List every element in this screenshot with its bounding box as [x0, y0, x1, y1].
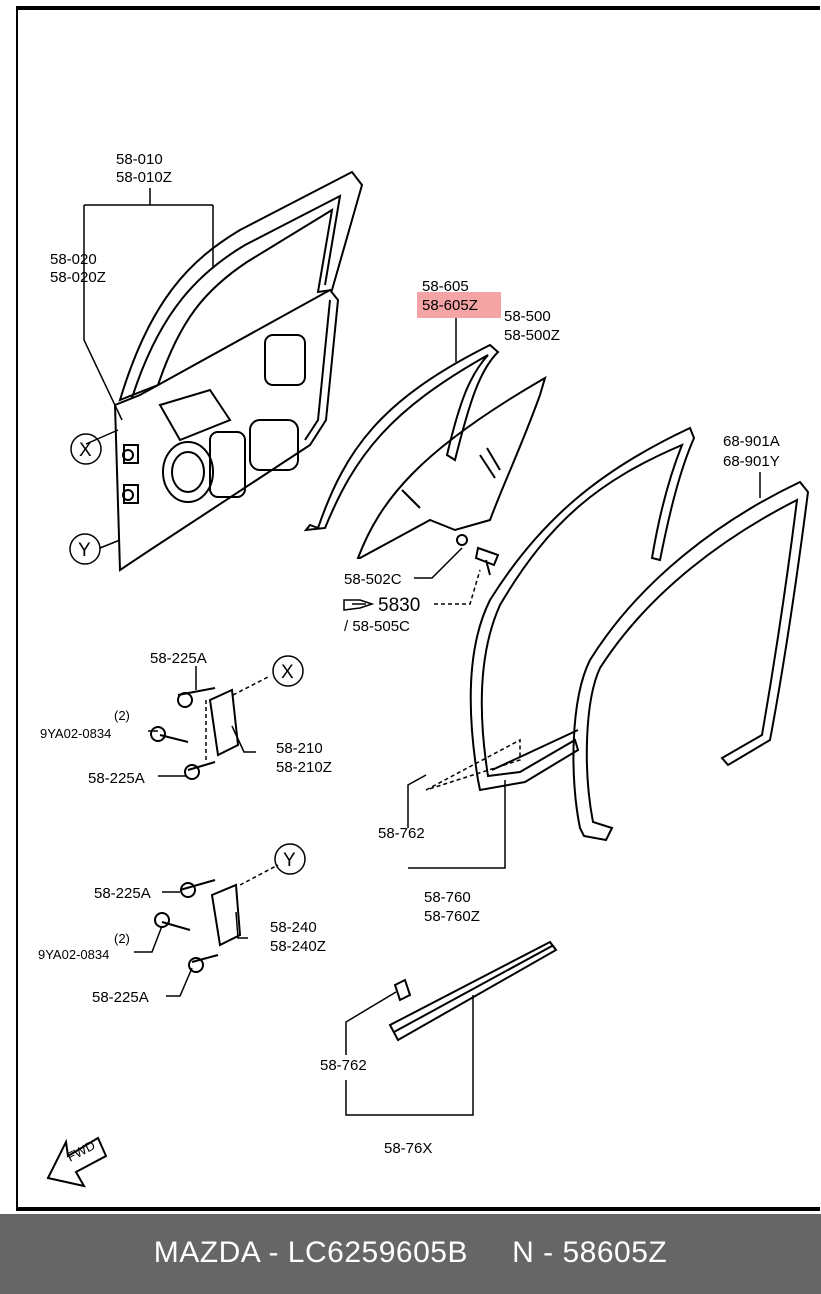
fwd-arrow-icon [46, 1136, 108, 1188]
weatherstrip-inner [469, 426, 696, 792]
top-border [16, 6, 820, 10]
door-shell [113, 170, 364, 572]
callout-y-door: Y [78, 540, 91, 561]
leader-lines [83, 188, 761, 1116]
label-58-760z: 58-760Z [424, 908, 480, 925]
fwd-label: FWD [64, 1138, 97, 1165]
hinge-lower [154, 879, 242, 973]
label-58-225a-upper-2: 58-225A [88, 770, 145, 787]
label-58-500z: 58-500Z [504, 327, 560, 344]
bottom-border [16, 1207, 820, 1211]
label-58-605z-highlighted: 58-605Z [422, 297, 478, 314]
callout-circles [69, 433, 306, 875]
callout-x-hinge: X [281, 662, 294, 683]
label-58-210: 58-210 [276, 740, 323, 757]
label-58-010z: 58-010Z [116, 169, 172, 186]
hinge-upper [150, 687, 240, 780]
label-qty-lower: (2) [114, 931, 130, 946]
left-border [16, 6, 18, 1211]
label-58-240: 58-240 [270, 919, 317, 936]
label-58-225a-lower-2: 58-225A [92, 989, 149, 1006]
label-58-020: 58-020 [50, 251, 97, 268]
callout-y-hinge: Y [283, 850, 296, 871]
label-58-760: 58-760 [424, 889, 471, 906]
highlight-box [417, 292, 501, 318]
label-9ya02-0834-lower: 9YA02-0834 [38, 947, 109, 962]
label-ref-5830: 5830 [378, 595, 420, 616]
footer-bar [0, 1214, 821, 1294]
footer-part-number: MAZDA - LC6259605B N - 58605Z [153, 1236, 668, 1269]
label-58-500: 58-500 [504, 308, 551, 325]
label-58-605: 58-605 [422, 278, 469, 295]
label-58-502c: 58-502C [344, 571, 402, 588]
label-58-225a-lower-1: 58-225A [94, 885, 151, 902]
callout-x-door: X [79, 440, 92, 461]
label-58-76x: 58-76X [384, 1140, 432, 1157]
label-68-901a: 68-901A [723, 433, 780, 450]
label-58-020z: 58-020Z [50, 269, 106, 286]
pointing-hand-icon [343, 599, 375, 611]
label-58-762-upper: 58-762 [378, 825, 425, 842]
label-58-505c: / 58-505C [344, 618, 410, 635]
parts-diagram: 58-010 58-010Z 58-020 58-020Z 58-605 58-… [38, 151, 810, 1188]
label-68-901y: 68-901Y [723, 453, 780, 470]
glass-run-channel [303, 343, 500, 532]
label-qty-upper: (2) [114, 708, 130, 723]
label-58-225a-upper-1: 58-225A [150, 650, 207, 667]
label-9ya02-0834-upper: 9YA02-0834 [40, 726, 111, 741]
label-58-010: 58-010 [116, 151, 163, 168]
weatherstrip-outer [572, 480, 810, 842]
label-58-210z: 58-210Z [276, 759, 332, 776]
label-58-240z: 58-240Z [270, 938, 326, 955]
label-58-762-lower: 58-762 [320, 1057, 367, 1074]
sill-seal [388, 940, 558, 1042]
door-glass [356, 375, 547, 576]
